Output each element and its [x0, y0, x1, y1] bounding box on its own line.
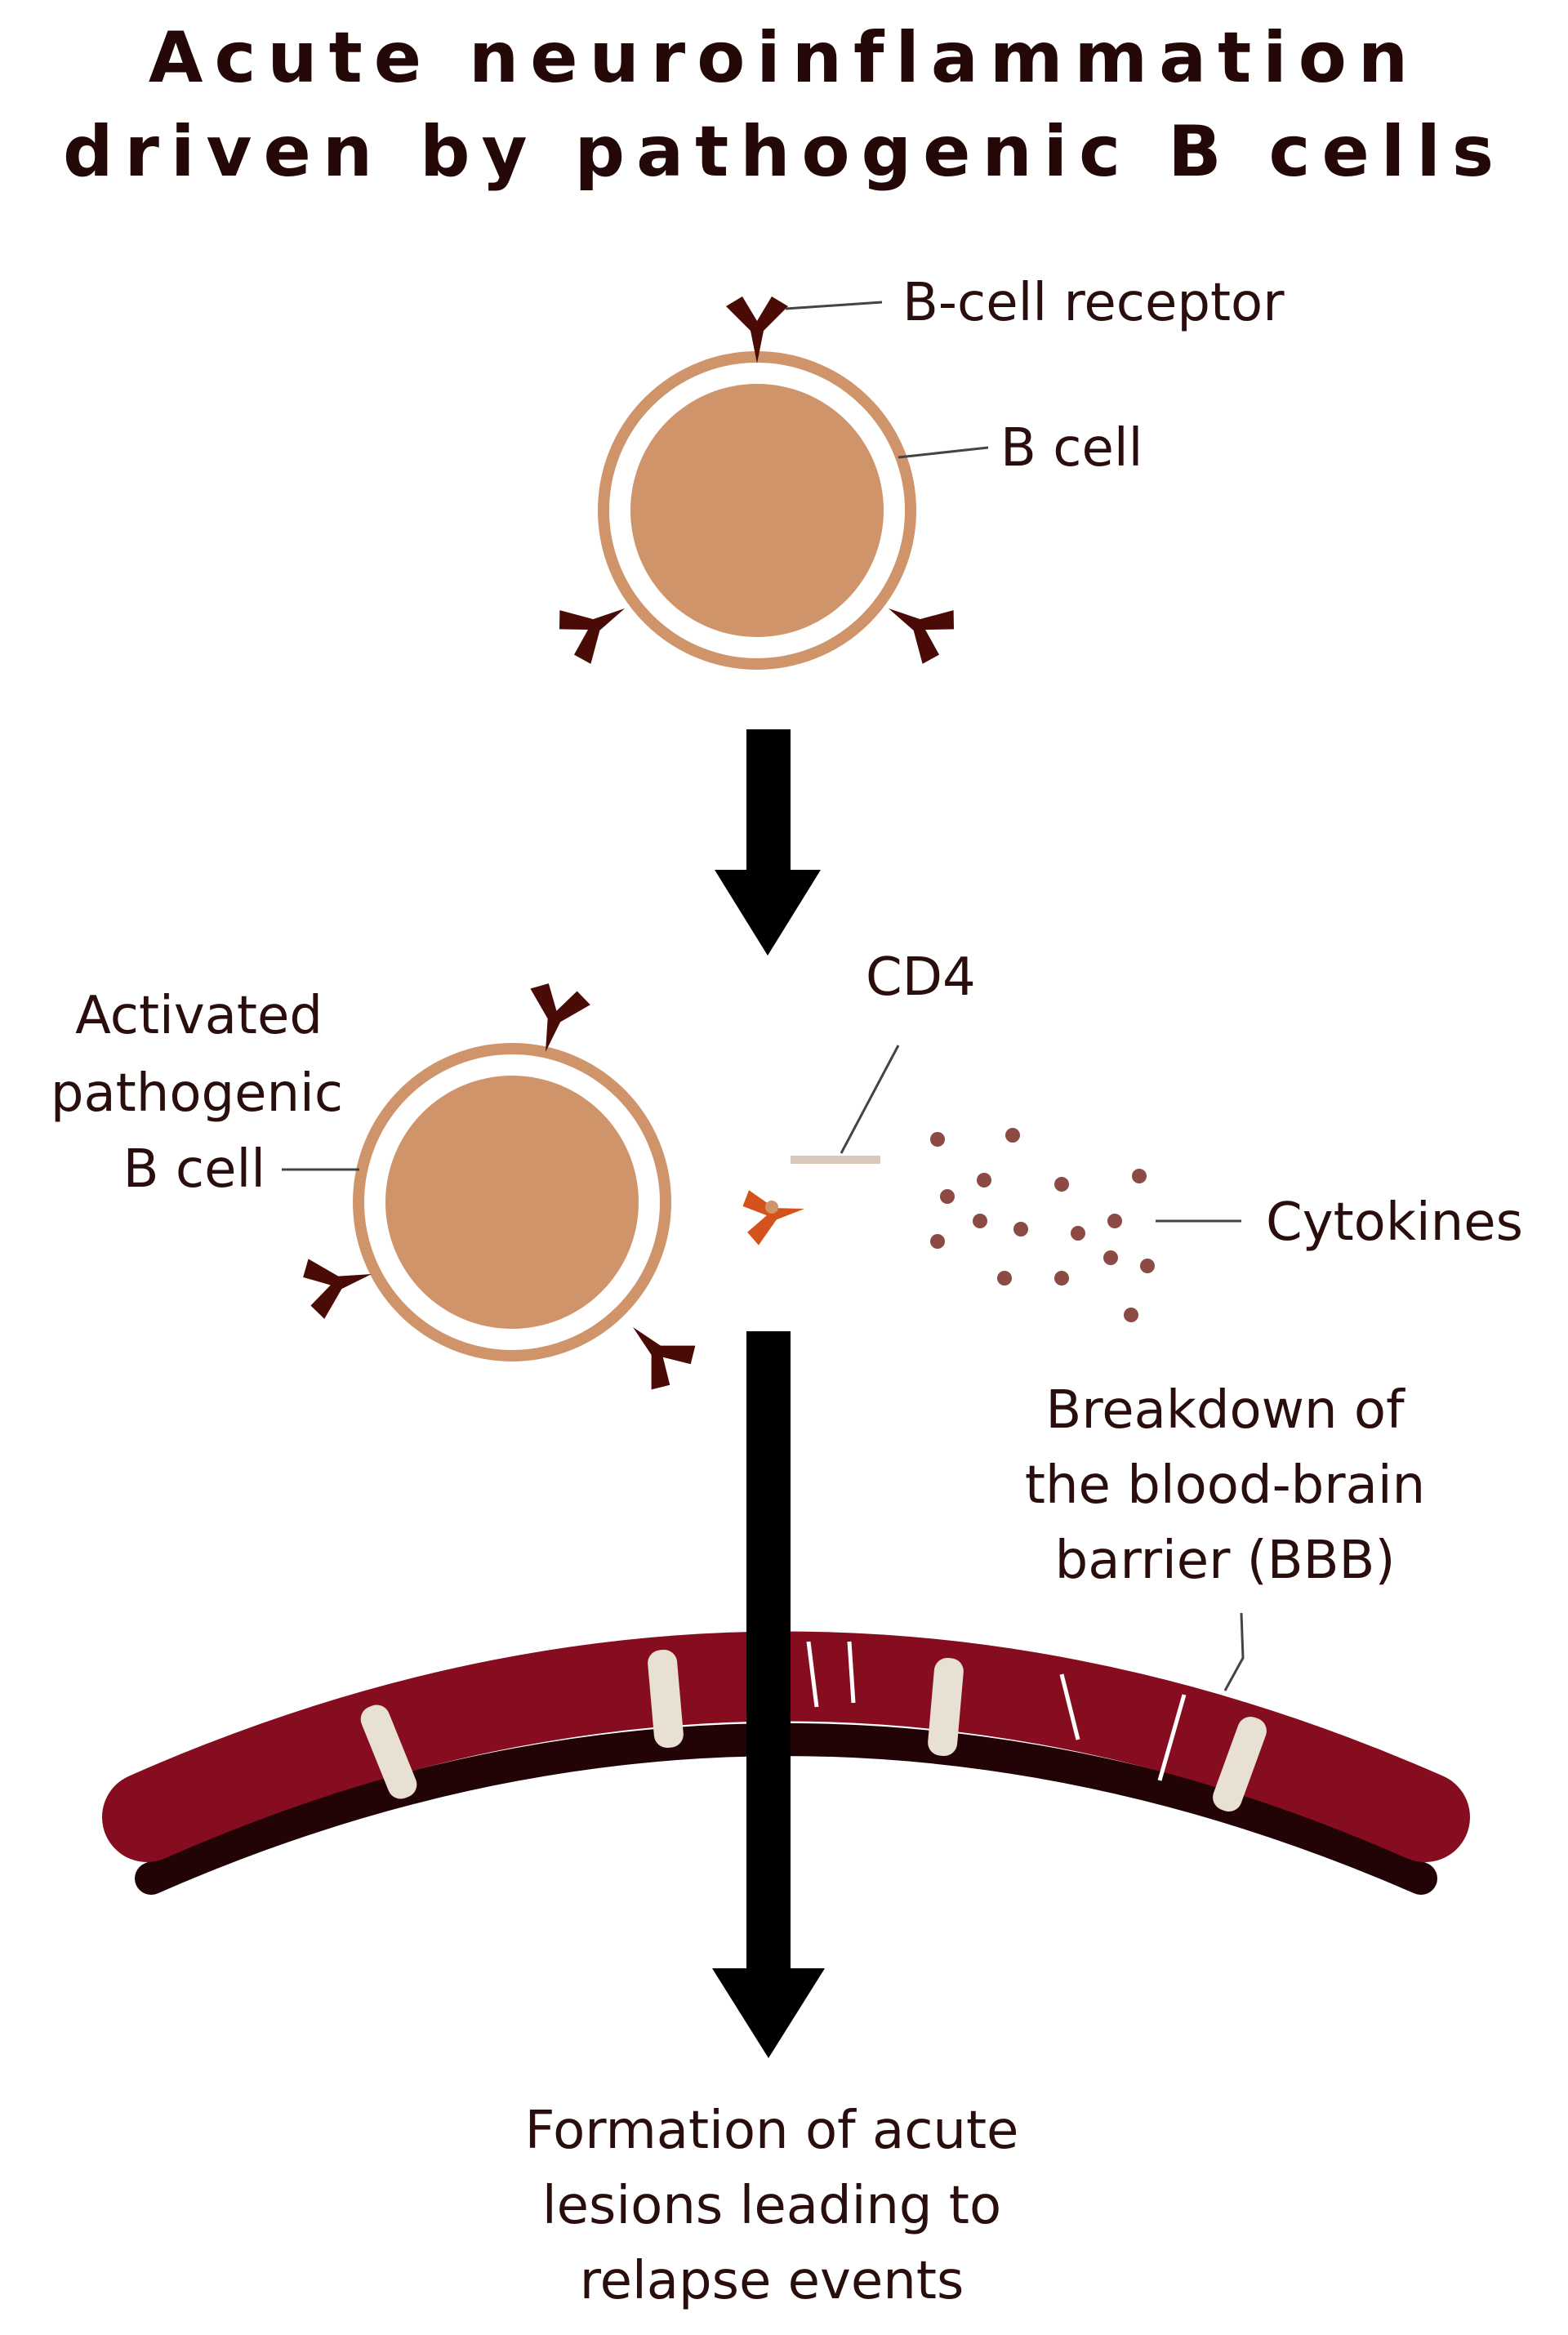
activated-b-cell [353, 1043, 671, 1361]
bbb-leader-line [1223, 1612, 1245, 1691]
title-line-2: driven by pathogenic B cells [63, 111, 1505, 193]
label-cd4: CD4 [866, 947, 976, 1008]
cd4-marker-bar [791, 1156, 880, 1164]
label-bbb-1: Breakdown of [1045, 1380, 1405, 1441]
label-activated-3: B cell [123, 1139, 265, 1200]
resting-b-cell [598, 351, 916, 670]
label-outcome-3: relapse events [580, 2251, 964, 2311]
receptor-leader-line [785, 301, 883, 310]
tight-junctions [360, 1649, 1267, 1812]
barrier-cracks [806, 1641, 1187, 1781]
title-line-1: Acute neuroinflammation [149, 17, 1419, 99]
label-outcome-2: lesions leading to [542, 2176, 1001, 2236]
label-bbb-2: the blood-brain [1025, 1455, 1425, 1516]
label-outcome-1: Formation of acute [525, 2101, 1019, 2161]
cytokines [930, 1128, 1155, 1322]
label-cytokines: Cytokines [1266, 1192, 1523, 1253]
label-bbb-3: barrier (BBB) [1055, 1531, 1396, 1591]
activated-receptor-right [611, 1305, 702, 1397]
arrow-down-2 [712, 1331, 825, 2058]
label-activated-1: Activated [75, 986, 323, 1046]
arrow-down-1 [715, 729, 821, 956]
cd4-cell [742, 1190, 804, 1245]
label-b-cell: B cell [1000, 418, 1143, 479]
cd4-dot [765, 1201, 778, 1214]
label-activated-2: pathogenic [51, 1063, 343, 1124]
label-b-cell-receptor: B-cell receptor [902, 273, 1285, 333]
b-cell-leader-line [898, 446, 989, 459]
cd4-leader-line [840, 1045, 900, 1154]
